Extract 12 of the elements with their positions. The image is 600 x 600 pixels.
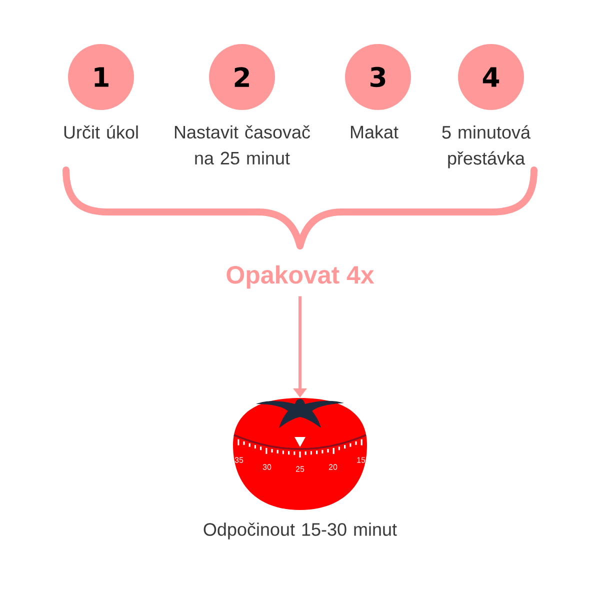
dial-number: 30 [262, 464, 272, 470]
step-label: Nastavit časovač na 25 minut [174, 125, 310, 165]
dial-number: 15 [357, 457, 366, 463]
step-label: Určit úkol [64, 125, 138, 139]
step-label: Makat [350, 125, 398, 138]
dial-number: 25 [296, 466, 304, 472]
dial-number: 35 [234, 457, 244, 463]
caption-text: Odpočinout 15-30 minut [204, 522, 397, 540]
heading-text: Opakovat 4x [226, 265, 374, 289]
tomato-timer-picture [233, 398, 367, 510]
dial-number: 20 [328, 464, 338, 470]
step-label: 5 minutová přestávka [442, 125, 531, 168]
